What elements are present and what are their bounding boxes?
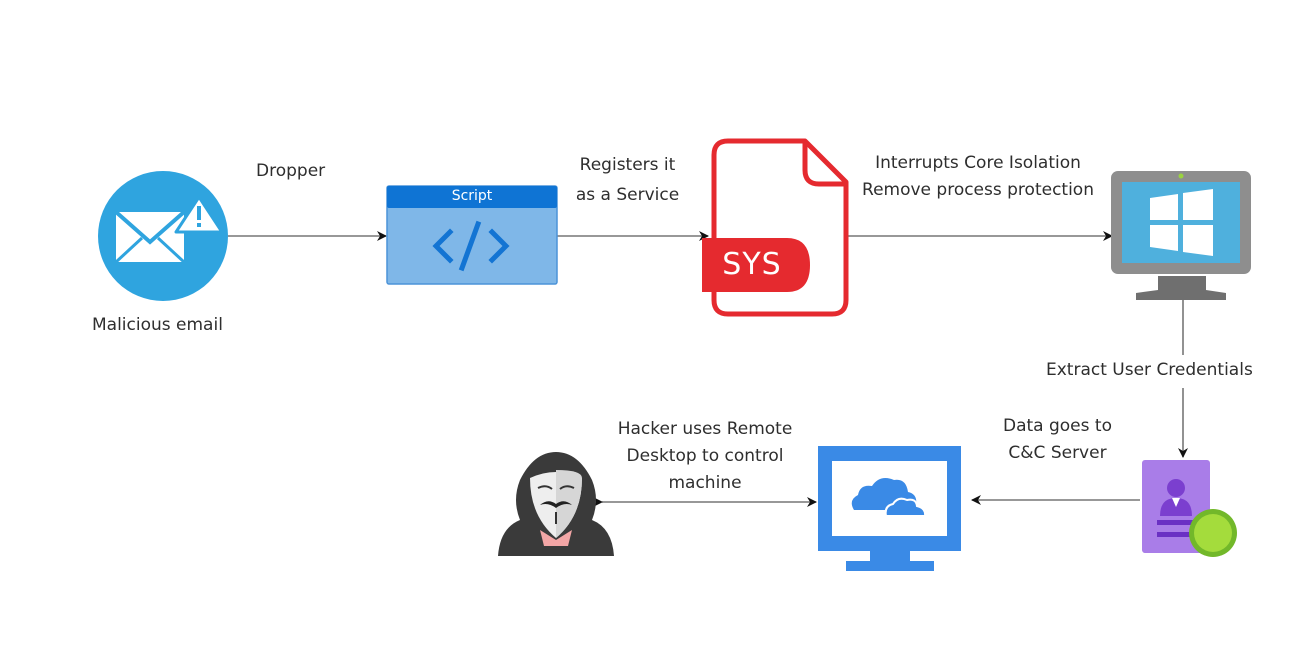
edge-label-extract: Extract User Credentials bbox=[1046, 360, 1253, 380]
edge-label-interrupt: Interrupts Core Isolation Remove process… bbox=[862, 153, 1094, 200]
seal-icon bbox=[1189, 509, 1237, 557]
edge-label-data-goes: Data goes to C&C Server bbox=[1003, 416, 1112, 463]
cloud-monitor-icon bbox=[818, 446, 961, 571]
edge-label-remote: Hacker uses Remote Desktop to control ma… bbox=[617, 419, 793, 493]
edge-label-register: Registers it as a Service bbox=[575, 155, 680, 205]
windows-monitor-icon bbox=[1111, 171, 1251, 300]
code-icon bbox=[432, 220, 510, 272]
script-title: Script bbox=[451, 188, 493, 204]
hacker-mask-icon bbox=[498, 452, 614, 556]
email-label: Malicious email bbox=[92, 315, 223, 335]
sys-file-icon bbox=[702, 138, 849, 317]
sys-badge-label: SYS bbox=[722, 247, 782, 282]
edge-label-dropper: Dropper bbox=[256, 161, 326, 181]
email-warning-icon bbox=[98, 171, 228, 301]
script-box bbox=[386, 185, 558, 285]
credential-certificate-icon bbox=[1142, 460, 1237, 557]
